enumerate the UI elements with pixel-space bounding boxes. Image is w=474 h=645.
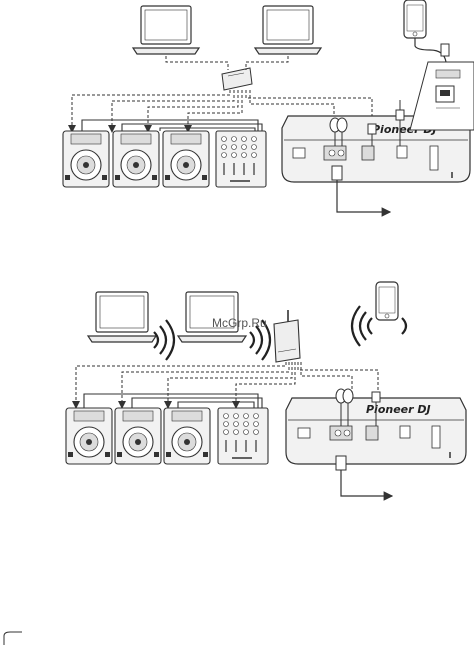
wired-lan-diagram: Pioneer DJ: [62, 0, 474, 217]
dj-mixer-icon: [217, 407, 269, 465]
wireless-waves-icon: [350, 305, 408, 347]
laptop-icon: [131, 5, 201, 55]
cdj-player-icon: [62, 130, 110, 188]
output-arrow-icon: [331, 165, 392, 217]
lan-hub-icon: [221, 67, 253, 91]
rca-cable-plugs: [335, 388, 381, 426]
cdj-player-icon: [114, 407, 162, 465]
usb-port-inset: [409, 61, 474, 131]
watermark-text: McGrp.Ru: [212, 316, 267, 330]
cdj-player-icon: [162, 130, 210, 188]
pioneer-dj-unit-rear-icon: Pioneer DJ: [281, 115, 471, 183]
output-arrow-icon: [335, 455, 394, 501]
smartphone-icon: [403, 0, 427, 39]
pioneer-dj-unit-rear-icon: Pioneer DJ: [285, 397, 467, 465]
cdj-player-icon: [65, 407, 113, 465]
dj-mixer-icon: [215, 130, 267, 188]
rca-cable-plugs: [329, 100, 405, 146]
cdj-player-icon: [163, 407, 211, 465]
smartphone-icon: [375, 281, 399, 321]
laptop-icon: [176, 291, 248, 343]
page-corner-mark: [3, 631, 22, 645]
brand-label: Pioneer DJ: [366, 403, 431, 416]
cdj-player-icon: [112, 130, 160, 188]
laptop-icon: [86, 291, 158, 343]
wireless-lan-diagram: Pioneer DJ: [65, 281, 467, 501]
laptop-icon: [253, 5, 323, 55]
wireless-router-icon: [273, 310, 301, 363]
wireless-waves-icon: [249, 319, 272, 361]
wireless-waves-icon: [153, 319, 176, 361]
